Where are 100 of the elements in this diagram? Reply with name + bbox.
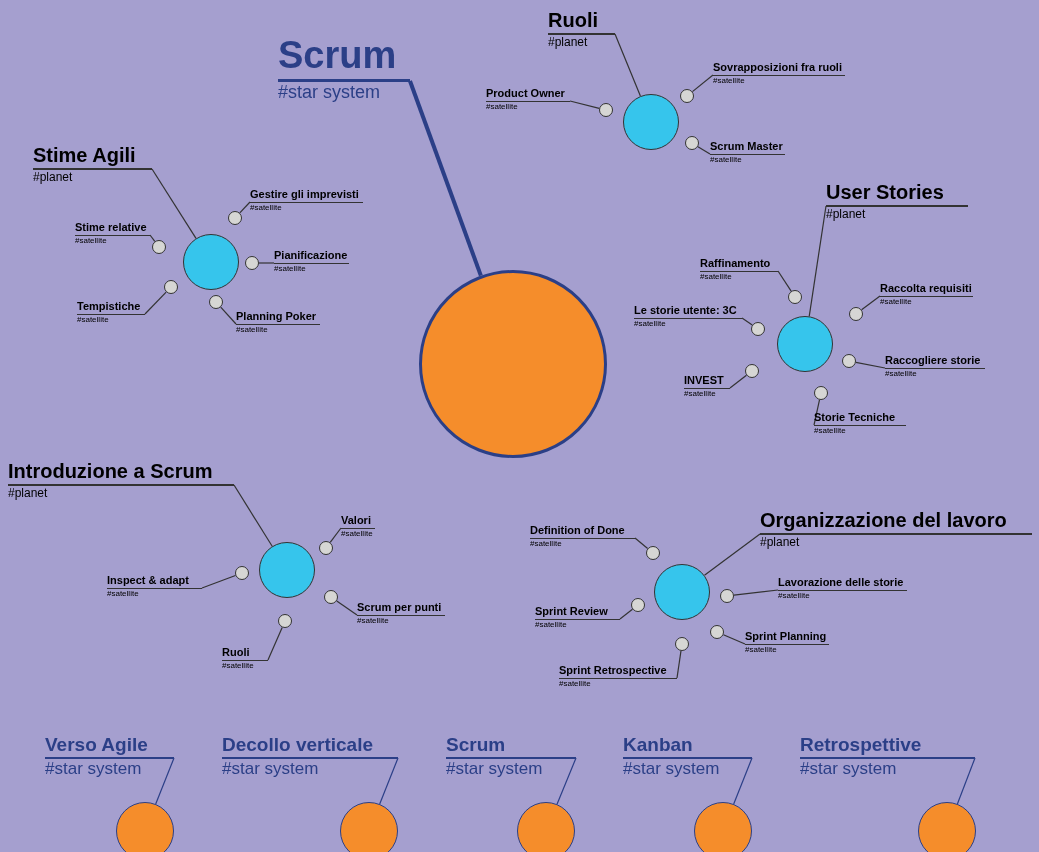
satellite-circle <box>245 256 259 270</box>
tag-label: #satellite <box>634 319 666 329</box>
satellite-circle <box>675 637 689 651</box>
tag-label: #star system <box>623 759 720 780</box>
planet-circle <box>654 564 710 620</box>
tag-label: #satellite <box>250 203 282 213</box>
satellite-title: Tempistiche <box>77 300 145 315</box>
satellite-title: Product Owner <box>486 87 570 102</box>
planet-circle <box>623 94 679 150</box>
satellite-circle <box>235 566 249 580</box>
planet-title: Organizzazione del lavoro <box>760 509 1032 535</box>
leader-line <box>379 757 399 805</box>
satellite-title: Inspect & adapt <box>107 574 202 589</box>
tag-label: #planet <box>8 486 48 501</box>
satellite-circle <box>788 290 802 304</box>
satellite-circle <box>720 589 734 603</box>
satellite-circle <box>599 103 613 117</box>
planet-circle <box>183 234 239 290</box>
leader-line <box>144 291 167 315</box>
satellite-title: Sprint Review <box>535 605 620 620</box>
satellite-title: Valori <box>341 514 375 529</box>
leader-line <box>777 270 792 292</box>
satellite-circle <box>152 240 166 254</box>
leader-line <box>233 484 273 547</box>
leader-line <box>741 317 753 326</box>
leader-line <box>676 650 682 679</box>
satellite-title: Sprint Retrospective <box>559 664 677 679</box>
tag-label: #satellite <box>885 369 917 379</box>
leader-line <box>634 537 649 550</box>
satellite-circle <box>278 614 292 628</box>
leader-line <box>808 205 827 317</box>
satellite-circle <box>751 322 765 336</box>
tag-label: #satellite <box>107 589 139 599</box>
satellite-circle <box>745 364 759 378</box>
tag-label: #star system <box>446 759 543 780</box>
tag-label: #satellite <box>713 76 745 86</box>
tag-label: #satellite <box>75 236 107 246</box>
leader-line <box>703 533 761 576</box>
tag-label: #satellite <box>77 315 109 325</box>
leader-line <box>861 295 881 311</box>
satellite-title: Sprint Planning <box>745 630 829 645</box>
star-circle <box>517 802 575 852</box>
tag-label: #planet <box>548 35 588 50</box>
leader-line <box>733 589 779 596</box>
tag-label: #satellite <box>357 616 389 626</box>
satellite-title: Storie Tecniche <box>814 411 906 426</box>
tag-label: #satellite <box>684 389 716 399</box>
leader-line <box>691 74 714 93</box>
tag-label: #satellite <box>778 591 810 601</box>
satellite-title: Raffinamento <box>700 257 778 272</box>
satellite-title: INVEST <box>684 374 730 389</box>
tag-label: #satellite <box>535 620 567 630</box>
tag-label: #star system <box>278 82 381 104</box>
leader-line <box>569 100 600 109</box>
tag-label: #satellite <box>222 661 254 671</box>
tag-label: #star system <box>45 759 142 780</box>
leader-line <box>201 574 237 589</box>
satellite-title: Planning Poker <box>236 310 320 325</box>
star-circle <box>694 802 752 852</box>
leader-line <box>329 527 342 543</box>
satellite-circle <box>646 546 660 560</box>
leader-line <box>855 361 886 369</box>
star-circle <box>340 802 398 852</box>
satellite-title: Scrum per punti <box>357 601 445 616</box>
leader-line <box>956 757 976 805</box>
leader-line <box>722 634 746 645</box>
tag-label: #satellite <box>486 102 518 112</box>
satellite-circle <box>849 307 863 321</box>
leader-line <box>149 234 156 242</box>
satellite-title: Definition of Done <box>530 524 635 539</box>
leader-line <box>258 262 275 264</box>
tag-label: #satellite <box>700 272 732 282</box>
satellite-title: Pianificazione <box>274 249 349 264</box>
planet-title: Stime Agili <box>33 144 152 170</box>
satellite-title: Scrum Master <box>710 140 785 155</box>
satellite-circle <box>209 295 223 309</box>
leader-line <box>697 146 711 155</box>
planet-circle <box>777 316 833 372</box>
satellite-title: Raccolta requisiti <box>880 282 973 297</box>
star-system-title: Retrospettive <box>800 734 975 759</box>
satellite-title: Gestire gli imprevisti <box>250 188 363 203</box>
tag-label: #star system <box>222 759 319 780</box>
tag-label: #planet <box>33 170 73 185</box>
star-system-title: Verso Agile <box>45 734 174 759</box>
satellite-circle <box>842 354 856 368</box>
satellite-circle <box>319 541 333 555</box>
tag-label: #satellite <box>341 529 373 539</box>
planet-title: Ruoli <box>548 9 615 35</box>
tag-label: #star system <box>800 759 897 780</box>
planet-circle <box>259 542 315 598</box>
leader-line <box>220 306 237 325</box>
satellite-circle <box>814 386 828 400</box>
satellite-circle <box>710 625 724 639</box>
planet-title: User Stories <box>826 181 968 207</box>
leader-line <box>336 600 358 616</box>
leader-line <box>408 80 483 277</box>
leader-line <box>614 33 641 97</box>
satellite-title: Le storie utente: 3C <box>634 304 742 319</box>
star-circle <box>116 802 174 852</box>
leader-line <box>151 168 197 239</box>
